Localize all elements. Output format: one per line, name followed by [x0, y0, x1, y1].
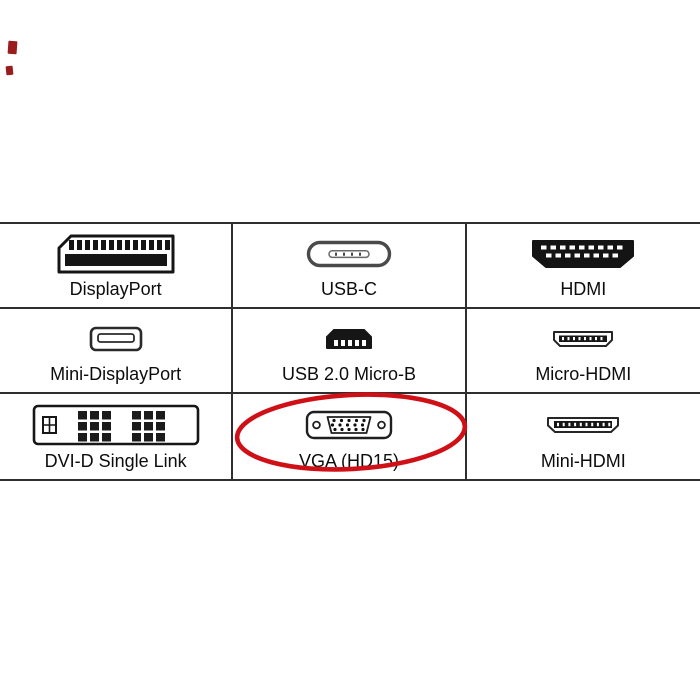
cell-mini-displayport: Mini-DisplayPort [0, 309, 234, 394]
red-mark-artifact-2 [5, 65, 14, 76]
vga-connector-icon [305, 398, 393, 452]
red-mark-artifact-1 [7, 40, 18, 55]
micro-hdmi-connector-icon [552, 313, 614, 365]
connector-label: HDMI [560, 279, 607, 300]
connector-label: Mini-DisplayPort [50, 364, 182, 385]
cell-usb-c: USB-C [233, 224, 467, 309]
connector-label: Micro-HDMI [535, 364, 632, 385]
connector-label: Mini-HDMI [540, 451, 626, 472]
cell-mini-hdmi: Mini-HDMI [467, 394, 700, 479]
displayport-connector-icon [57, 228, 175, 280]
mini-hdmi-connector-icon [546, 398, 620, 452]
usb-c-connector-icon [306, 228, 392, 280]
mini-displayport-connector-icon [89, 313, 143, 365]
cell-dvi-d: DVI-D Single Link [0, 394, 234, 479]
connector-label: DisplayPort [69, 279, 162, 300]
hdmi-connector-icon [531, 228, 635, 280]
connector-label: USB 2.0 Micro-B [281, 364, 417, 385]
cell-usb-micro-b: USB 2.0 Micro-B [233, 309, 467, 394]
connector-label: VGA (HD15) [298, 451, 399, 472]
cell-displayport: DisplayPort [0, 224, 234, 309]
cell-micro-hdmi: Micro-HDMI [466, 309, 700, 394]
connector-table: DisplayPort USB-C [0, 222, 700, 481]
cell-hdmi: HDMI [466, 224, 700, 309]
connector-label: DVI-D Single Link [44, 451, 187, 472]
connector-label: USB-C [320, 279, 377, 300]
cell-vga: VGA (HD15) [233, 394, 467, 479]
dvi-d-connector-icon [32, 398, 200, 452]
usb-micro-b-connector-icon [325, 313, 373, 365]
